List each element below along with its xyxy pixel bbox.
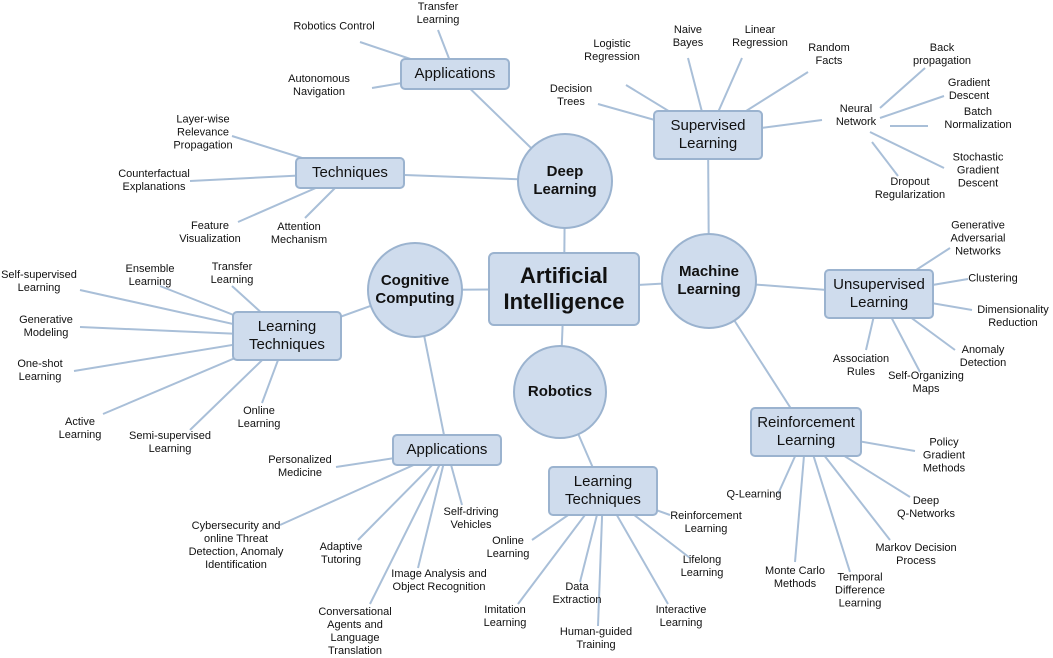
leaf-gradient-descent: Gradient Descent — [947, 77, 991, 102]
leaf-counterfactual-explanations: Counterfactual Explanations — [118, 168, 190, 193]
leaf-online-learning-robotics: Online Learning — [486, 535, 530, 560]
hub-cognitive-computing: Cognitive Computing — [367, 242, 463, 338]
leaf-dropout-regularization: Dropout Regularization — [874, 176, 946, 201]
leaf-policy-gradient-methods: Policy Gradient Methods — [922, 436, 966, 475]
category-cognitive-learning-techniques: Learning Techniques — [232, 311, 342, 361]
leaf-transfer-learning: Transfer Learning — [416, 1, 460, 26]
leaf-self-organizing-maps: Self-Organizing Maps — [888, 370, 964, 395]
category-robotics-learning-techniques: Learning Techniques — [548, 466, 658, 516]
leaf-data-extraction: Data Extraction — [552, 581, 602, 606]
hub-robotics: Robotics — [513, 345, 607, 439]
leaf-monte-carlo-methods: Monte Carlo Methods — [765, 565, 825, 590]
connector-line — [871, 141, 899, 177]
leaf-q-learning: Q-Learning — [726, 488, 782, 501]
leaf-feature-visualization: Feature Visualization — [179, 220, 241, 245]
leaf-stochastic-gradient-descent: Stochastic Gradient Descent — [952, 151, 1004, 190]
leaf-ensemble-learning: Ensemble Learning — [125, 263, 175, 288]
leaf-batch-normalization: Batch Normalization — [944, 106, 1012, 131]
leaf-self-driving-vehicles: Self-driving Vehicles — [443, 506, 499, 531]
leaf-logistic-regression: Logistic Regression — [584, 38, 640, 63]
leaf-attention-mechanism: Attention Mechanism — [270, 221, 328, 246]
leaf-neural-network: Neural Network — [835, 103, 877, 128]
hub-deep-learning: Deep Learning — [517, 133, 613, 229]
leaf-clustering: Clustering — [968, 272, 1018, 285]
leaf-decision-trees: Decision Trees — [549, 83, 593, 108]
leaf-image-analysis-object-recognition: Image Analysis and Object Recognition — [391, 568, 487, 593]
category-unsupervised-learning: Unsupervised Learning — [824, 269, 934, 319]
leaf-human-guided-training: Human-guided Training — [559, 626, 633, 651]
leaf-personalized-medicine: Personalized Medicine — [268, 454, 332, 479]
category-cognitive-applications: Applications — [392, 434, 502, 466]
leaf-interactive-learning: Interactive Learning — [655, 604, 707, 629]
connector-line — [417, 449, 448, 569]
leaf-online-learning-cognitive: Online Learning — [237, 405, 281, 430]
leaf-layer-wise-relevance-propagation: Layer-wise Relevance Propagation — [173, 113, 233, 152]
hub-machine-learning: Machine Learning — [661, 233, 757, 329]
leaf-reinforcement-learning-robotics: Reinforcement Learning — [670, 510, 742, 535]
leaf-active-learning: Active Learning — [58, 416, 102, 441]
root-node-artificial-intelligence: Artificial Intelligence — [488, 252, 640, 326]
leaf-transfer-learning-cognitive: Transfer Learning — [210, 261, 254, 286]
category-supervised-learning: Supervised Learning — [653, 110, 763, 160]
leaf-association-rules: Association Rules — [832, 353, 890, 378]
leaf-naive-bayes: Naive Bayes — [672, 24, 704, 49]
category-reinforcement-learning: Reinforcement Learning — [750, 407, 862, 457]
leaf-linear-regression: Linear Regression — [732, 24, 788, 49]
leaf-one-shot-learning: One-shot Learning — [17, 358, 63, 383]
leaf-generative-modeling: Generative Modeling — [19, 314, 73, 339]
leaf-robotics-control: Robotics Control — [293, 20, 375, 33]
leaf-self-supervised-learning: Self-supervised Learning — [1, 269, 77, 294]
leaf-imitation-learning: Imitation Learning — [483, 604, 527, 629]
connector-line — [369, 449, 448, 605]
leaf-anomaly-detection: Anomaly Detection — [959, 344, 1007, 369]
leaf-cybersecurity-threat-detection: Cybersecurity and online Threat Detectio… — [188, 520, 284, 571]
connector-line — [879, 67, 926, 109]
leaf-dimensionality-reduction: Dimensionality Reduction — [977, 304, 1049, 329]
leaf-markov-decision-process: Markov Decision Process — [875, 542, 957, 567]
leaf-conversational-agents: Conversational Agents and Language Trans… — [318, 606, 392, 657]
leaf-lifelong-learning: Lifelong Learning — [680, 554, 724, 579]
leaf-temporal-difference-learning: Temporal Difference Learning — [835, 571, 885, 610]
leaf-random-facts: Random Facts — [808, 42, 850, 67]
leaf-autonomous-navigation: Autonomous Navigation — [288, 73, 350, 98]
leaf-back-propagation: Back propagation — [912, 42, 972, 67]
category-deep-learning-applications: Applications — [400, 58, 510, 90]
connector-line — [869, 131, 945, 169]
category-deep-learning-techniques: Techniques — [295, 157, 405, 189]
leaf-generative-adversarial-networks: Generative Adversarial Networks — [950, 219, 1006, 258]
connector-line — [879, 95, 945, 119]
leaf-semi-supervised-learning: Semi-supervised Learning — [129, 430, 211, 455]
leaf-deep-q-networks: Deep Q-Networks — [896, 495, 956, 520]
leaf-adaptive-tutoring: Adaptive Tutoring — [319, 541, 363, 566]
